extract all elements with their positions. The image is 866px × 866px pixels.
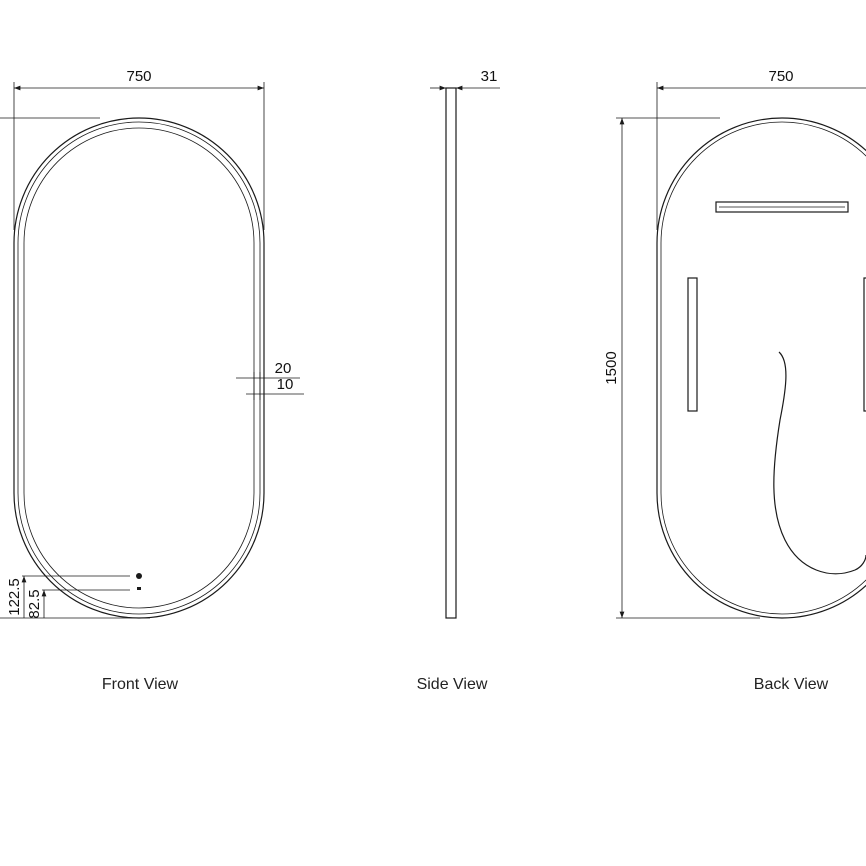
- hanging-bracket: [715, 201, 849, 213]
- mirror-back-inner-outline: [660, 121, 866, 615]
- back-width-label: 750: [768, 68, 793, 85]
- front-width-label: 750: [126, 68, 151, 85]
- sensor-icon: [137, 587, 141, 590]
- led-driver-box: [863, 277, 866, 412]
- button1-height-label: 122.5: [6, 578, 23, 616]
- mirror-outer-frame: [13, 117, 265, 619]
- front-view: 750 20 10 122.5 82.5 Front View: [0, 68, 304, 693]
- mirror-glass-edge: [23, 127, 255, 609]
- touch-sensor-icon: [136, 573, 142, 579]
- frame-width-label: 20: [275, 360, 292, 377]
- button2-height-label: 82.5: [26, 589, 43, 618]
- gap-width-label: 10: [277, 376, 294, 393]
- mirror-side-profile: [445, 87, 457, 619]
- mirror-frame-inner-edge: [17, 121, 261, 615]
- side-depth-label: 31: [481, 68, 498, 85]
- side-view-caption: Side View: [417, 676, 488, 693]
- side-view: 31 Side View: [417, 68, 500, 693]
- back-view-caption: Back View: [754, 676, 829, 693]
- led-driver-box: [687, 277, 698, 412]
- power-cable: [773, 351, 866, 575]
- back-view: 750 1500 Back View: [603, 68, 866, 693]
- front-view-caption: Front View: [102, 676, 179, 693]
- back-height-label: 1500: [603, 351, 620, 384]
- mirror-back-outline: [656, 117, 866, 619]
